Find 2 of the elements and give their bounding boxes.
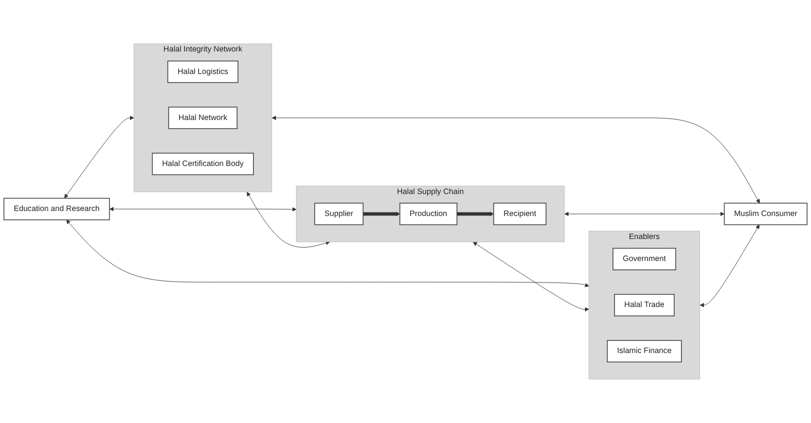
arrow	[456, 212, 494, 216]
arrow	[363, 212, 400, 216]
